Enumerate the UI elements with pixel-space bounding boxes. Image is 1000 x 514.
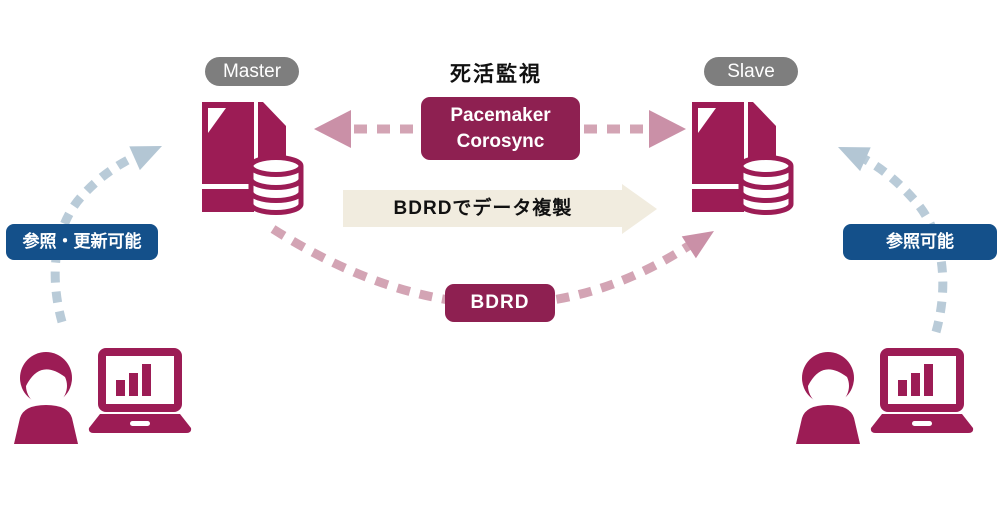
slave-server-icon [692,102,794,215]
master-node-label: Master [205,57,299,86]
bar-chart-icon [898,364,933,396]
bdrd-box: BDRD [445,284,555,322]
right-user-workstation [796,348,974,444]
data-replication-arrow-icon [343,184,657,234]
left-user-workstation [14,348,192,444]
slave-node-label: Slave [704,57,798,86]
left-access-capability-badge: 参照・更新可能 [6,224,158,260]
user-icon [14,352,78,444]
left-access-arrow-icon [50,146,162,324]
pacemaker-label: Pacemaker [450,105,551,127]
database-icon [738,155,794,215]
data-replication-label: BDRDでデータ複製 [393,198,573,219]
database-icon [248,155,304,215]
right-access-capability-badge: 参照可能 [843,224,997,260]
master-server-icon [202,102,304,215]
corosync-label: Corosync [456,130,545,152]
laptop-icon [870,348,974,433]
heartbeat-title: 死活監視 [450,63,542,86]
laptop-icon [88,348,192,433]
right-access-arrow-icon [838,147,948,334]
bar-chart-icon [116,364,151,396]
user-icon [796,352,860,444]
pacemaker-corosync-box: Pacemaker Corosync [421,97,580,160]
